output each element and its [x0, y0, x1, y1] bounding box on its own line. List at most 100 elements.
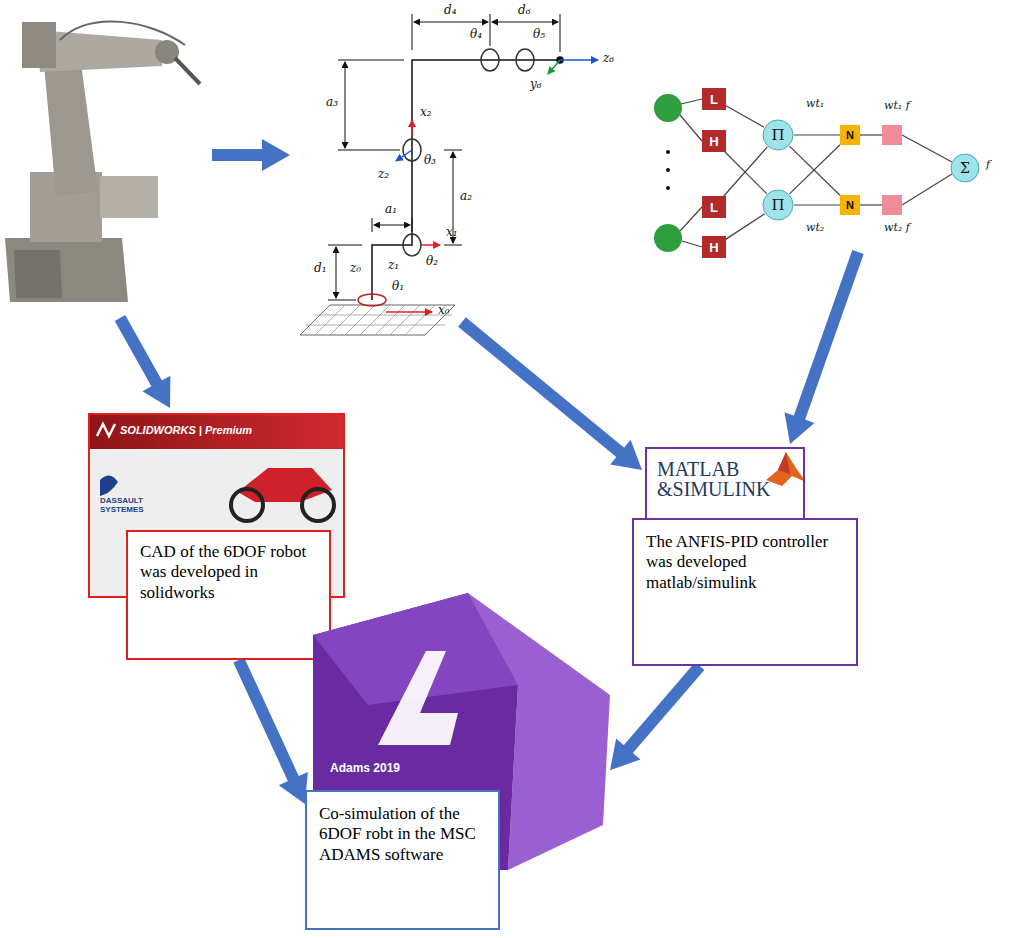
robot-photo-part	[175, 58, 200, 84]
kinematic-diagram-part	[305, 305, 452, 335]
label-anchor: wt₂ f	[884, 222, 910, 235]
label-anchor: θ₁	[392, 280, 404, 294]
anfis-network-part-part	[902, 174, 952, 205]
anfis-network-part	[654, 224, 682, 252]
node-text: Co-simulation of the 6DOF robt in the MS…	[319, 804, 486, 865]
connector-line	[726, 214, 765, 239]
kinematic-diagram-part	[481, 49, 499, 71]
network-label: wt₂	[806, 222, 824, 235]
label-anchor: a₁	[385, 203, 397, 217]
process-box: Co-simulation of the 6DOF robt in the MS…	[305, 790, 500, 930]
network-link	[789, 146, 840, 195]
membership-box: H	[702, 236, 726, 258]
anfis-network-part-part	[682, 241, 702, 247]
flow-arrows	[120, 139, 858, 470]
anfis-network-part-part	[860, 134, 882, 135]
anfis-network-part-part	[681, 99, 702, 104]
label-anchor: z₆	[603, 52, 614, 66]
label-anchor: y₆	[530, 78, 542, 92]
kinematic-diagram-part	[328, 300, 356, 301]
axis-label: z₁	[388, 259, 399, 273]
network-label: wt₂ f	[884, 222, 910, 235]
product-node: Π	[762, 119, 794, 151]
circle-outline	[763, 190, 793, 220]
kinematic-diagram-part	[372, 60, 560, 300]
label-anchor: θ₂	[426, 255, 438, 269]
flow-arrows-part	[799, 252, 858, 419]
axis-label: x₂	[420, 106, 432, 120]
axis-label: y₆	[530, 78, 542, 92]
node-text: H	[709, 241, 718, 254]
normalize-box: N	[840, 195, 860, 215]
connector-line	[239, 660, 294, 779]
sum-node: Σ	[950, 153, 980, 183]
axis-label: a₃	[326, 96, 338, 110]
membership-box: H	[702, 130, 726, 152]
label-anchor: z₂	[378, 168, 389, 182]
anfis-network-part-part	[680, 207, 702, 231]
software-logo: Adams 2019	[330, 761, 610, 775]
connector-line	[628, 666, 700, 750]
arrow-head	[610, 739, 640, 771]
label-anchor: d₄	[444, 4, 457, 18]
anfis-network-part	[882, 195, 902, 215]
kinematic-diagram-part	[560, 59, 598, 61]
membership-box: L	[702, 196, 726, 218]
node-text: Π	[771, 198, 784, 213]
network-link	[726, 214, 765, 239]
flow-arrows-part	[212, 149, 263, 161]
kinematic-diagram-part	[412, 218, 413, 232]
software-logo-box: MATLAB &SIMULINK	[645, 447, 805, 520]
network-link	[726, 106, 764, 127]
kinematic-diagram-part	[396, 150, 412, 161]
kinematic-diagram-part	[560, 14, 561, 52]
axis-label: z₆	[603, 52, 614, 66]
kinematic-diagram-part	[403, 234, 421, 256]
solidworks-splash-part	[97, 424, 115, 436]
label-anchor: θ₃	[424, 154, 436, 168]
axis-label: a₂	[460, 190, 472, 204]
kinematic-diagram-part	[336, 247, 337, 298]
node-text: L	[710, 201, 718, 214]
anfis-network-part	[654, 94, 682, 122]
kinematic-diagram-part	[421, 244, 440, 246]
axis-label: θ₁	[392, 280, 404, 294]
network-label: wt₁	[806, 98, 824, 111]
axis-label: θ₂	[426, 255, 438, 269]
connector-line	[724, 147, 768, 196]
kinematic-diagram-part	[345, 62, 346, 148]
matlab-logo-part	[778, 452, 790, 474]
anfis-network-part-part	[680, 115, 702, 141]
axis-label: x₁	[446, 226, 458, 240]
connector-line	[789, 146, 840, 195]
label-anchor: f	[986, 159, 990, 172]
circle-outline	[951, 154, 979, 182]
network-link	[789, 145, 840, 194]
label-anchor: a₂	[460, 190, 472, 204]
label-anchor: θ₅	[533, 28, 545, 42]
solidworks-splash-part	[238, 468, 332, 502]
anfis-network	[654, 94, 952, 252]
anfis-network-part-part	[860, 204, 882, 205]
axis-label: θ₅	[533, 28, 545, 42]
axis-label: d₆	[518, 4, 531, 18]
anfis-network-part-part	[902, 135, 952, 162]
flow-arrows-part	[120, 318, 157, 384]
label-anchor: x₁	[446, 226, 458, 240]
node-text: Σ	[960, 161, 970, 175]
kinematic-diagram-part	[386, 311, 432, 313]
label-anchor: d₁	[314, 262, 327, 276]
kinematic-diagram-part	[338, 150, 400, 151]
network-label: f	[986, 159, 990, 172]
network-link	[794, 205, 840, 206]
flow-arrows-part	[610, 440, 642, 470]
anfis-network-part	[666, 168, 670, 172]
label-anchor: d₆	[518, 4, 531, 18]
kinematic-diagram-part	[412, 14, 413, 50]
axis-label: θ₄	[470, 28, 482, 42]
robot-photo-part	[5, 238, 128, 302]
axis-label: a₁	[385, 203, 397, 217]
axis-label: d₁	[314, 262, 327, 276]
membership-box: L	[702, 88, 726, 110]
matlab-logo	[766, 452, 806, 486]
